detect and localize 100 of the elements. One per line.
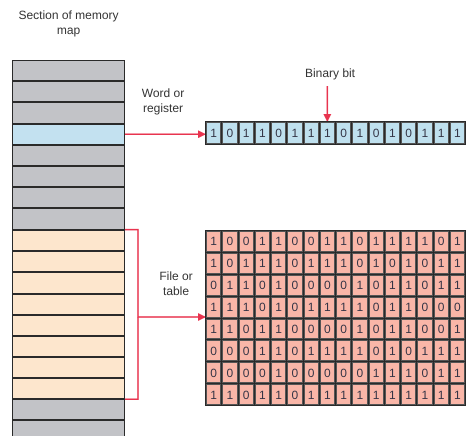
bit-cell: 1 [384,340,400,362]
bit-cell: 1 [206,252,222,274]
bit-cell: 0 [238,340,254,362]
bit-cell: 1 [336,384,352,405]
bit-cell: 1 [450,274,465,296]
bit-cell: 1 [336,252,352,274]
bit-cell: 0 [287,318,302,340]
bit-cell: 1 [450,384,465,405]
bit-cell: 0 [206,362,222,384]
bit-cell: 1 [434,252,449,274]
bit-cell: 1 [401,384,416,405]
bit-cell: 1 [434,384,449,405]
bit-cell: 0 [222,362,238,384]
bit-cell: 0 [434,231,449,252]
bit-cell: 0 [238,362,254,384]
bit-cell: 0 [352,362,368,384]
bit-cell: 1 [320,231,335,252]
bit-cell: 0 [336,318,352,340]
bit-cell: 0 [320,274,335,296]
bit-cell: 0 [336,362,352,384]
bit-cell: 0 [222,340,238,362]
bit-cell: 1 [450,122,465,144]
bit-cell: 1 [271,231,286,252]
bit-cell: 1 [368,384,384,405]
bit-cell: 1 [450,340,465,362]
arrow [323,86,332,122]
bit-cell: 1 [304,340,319,362]
bit-cell: 1 [434,362,449,384]
bit-cell: 1 [271,296,286,318]
bit-cell: 1 [254,340,270,362]
bit-cell: 0 [417,274,432,296]
bit-cell: 1 [352,274,368,296]
bit-cell: 1 [222,296,238,318]
bit-cell: 1 [384,362,400,384]
bit-cell: 1 [320,252,335,274]
bit-cell: 0 [434,318,449,340]
bit-cell: 0 [401,340,416,362]
bit-cell: 1 [368,231,384,252]
bit-cell: 0 [222,122,238,144]
bit-cell: 1 [401,274,416,296]
bit-cell: 1 [238,296,254,318]
bit-cell: 0 [238,318,254,340]
bit-cell: 1 [271,252,286,274]
bit-cell: 0 [320,318,335,340]
bit-cell: 0 [450,296,465,318]
bit-cell: 1 [254,384,270,405]
edge-label: Word or register [140,86,186,118]
bit-cell: 1 [271,318,286,340]
bit-cell: 0 [320,362,335,384]
bit-cell: 0 [206,340,222,362]
bit-cell: 0 [287,274,302,296]
bit-cell: 1 [352,296,368,318]
bit-cell: 0 [417,362,432,384]
bit-cell: 1 [254,318,270,340]
bit-cell: 0 [336,122,352,144]
bit-cell: 0 [304,274,319,296]
bit-cell: 1 [401,296,416,318]
bit-cell: 0 [352,231,368,252]
bit-cell: 1 [304,122,319,144]
bit-cell: 1 [352,318,368,340]
bit-cell: 1 [320,384,335,405]
bit-cell: 1 [320,340,335,362]
bit-cell: 0 [287,231,302,252]
column-title: Section of memory map [17,8,120,39]
bit-cell: 1 [271,384,286,405]
bit-cell: 1 [384,122,400,144]
bit-cell: 1 [401,362,416,384]
bit-cell: 0 [254,362,270,384]
bit-cell: 1 [320,296,335,318]
bit-cell: 1 [401,318,416,340]
bit-cell: 1 [304,252,319,274]
bit-cell: 1 [222,274,238,296]
bit-cell: 1 [384,318,400,340]
bit-cell: 1 [384,296,400,318]
bit-cell: 0 [238,231,254,252]
bit-cell: 0 [384,252,400,274]
bit-cell: 1 [450,318,465,340]
bit-cell: 1 [271,340,286,362]
bit-cell: 1 [287,122,302,144]
bit-cell: 0 [254,274,270,296]
bit-cell: 0 [254,296,270,318]
bit-cell: 1 [450,252,465,274]
bit-cell: 1 [304,384,319,405]
bit-cell: 1 [434,340,449,362]
bit-cell: 0 [287,362,302,384]
bit-cell: 1 [401,231,416,252]
bit-cell: 0 [368,340,384,362]
bit-cell: 1 [434,274,449,296]
bit-cell: 1 [336,296,352,318]
bit-cell: 1 [417,340,432,362]
bit-cell: 1 [384,384,400,405]
bit-cell: 0 [304,231,319,252]
bit-cell: 0 [336,274,352,296]
bit-cell: 1 [254,122,270,144]
memory-row [12,124,125,145]
bit-cell: 0 [368,296,384,318]
bit-cell: 1 [254,231,270,252]
edge-label: File or table [158,269,194,300]
bit-cell: 1 [238,252,254,274]
bit-cell: 1 [206,318,222,340]
